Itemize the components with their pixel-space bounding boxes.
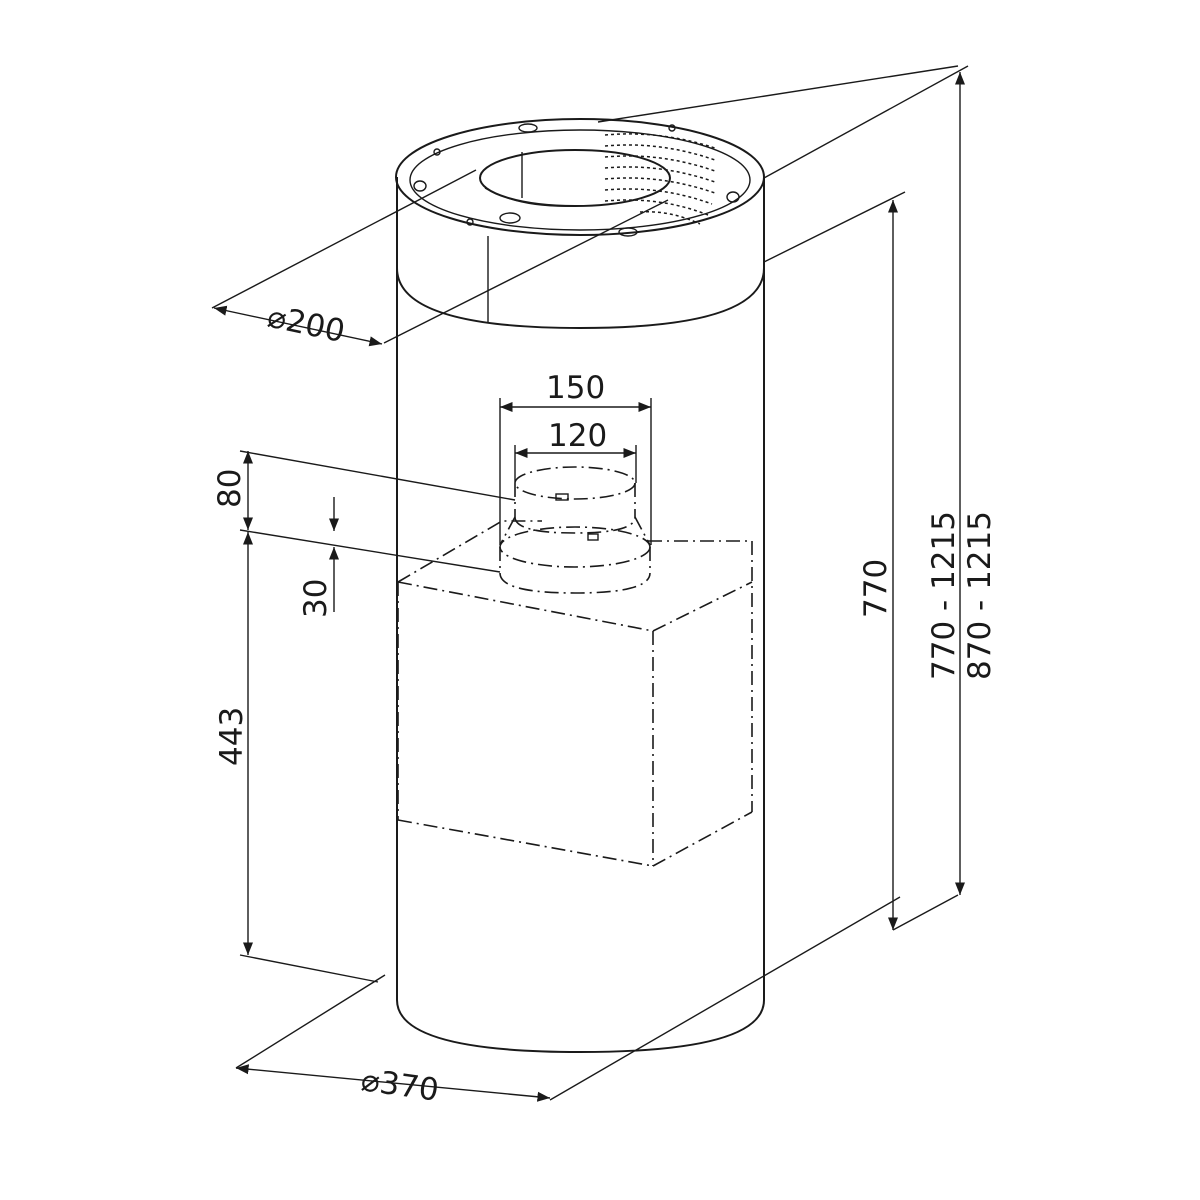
dimension-body-height (763, 191, 906, 930)
dimension-bottom-diameter (235, 896, 901, 1102)
dimension-outlet-outer (499, 398, 652, 545)
dimension-label-body-height: 770 (858, 559, 894, 618)
dimension-lower-height (239, 532, 379, 983)
cylinder-body (396, 268, 765, 1054)
dimension-label-top-diameter: ⌀200 (264, 299, 348, 350)
dimension-label-offset: 30 (298, 579, 334, 618)
dimension-label-outlet-outer: 150 (546, 370, 605, 406)
dimension-label-range-b: 870 - 1215 (962, 511, 998, 680)
dimension-outlet-inner (514, 445, 637, 483)
dimension-label-range-a: 770 - 1215 (926, 511, 962, 680)
dimension-label-bottom-diameter: ⌀370 (359, 1062, 441, 1108)
top-ring (395, 118, 765, 330)
dimension-collar-height (239, 450, 516, 573)
dimension-label-lower-height: 443 (214, 707, 250, 766)
dimension-top-diameter (211, 169, 669, 347)
dimension-total-height (597, 65, 969, 931)
outlet-collar (499, 466, 651, 594)
dimension-label-collar-height: 80 (212, 469, 248, 508)
motor-box-hidden-lines (397, 520, 753, 867)
dimension-label-outlet-inner: 120 (548, 418, 607, 454)
